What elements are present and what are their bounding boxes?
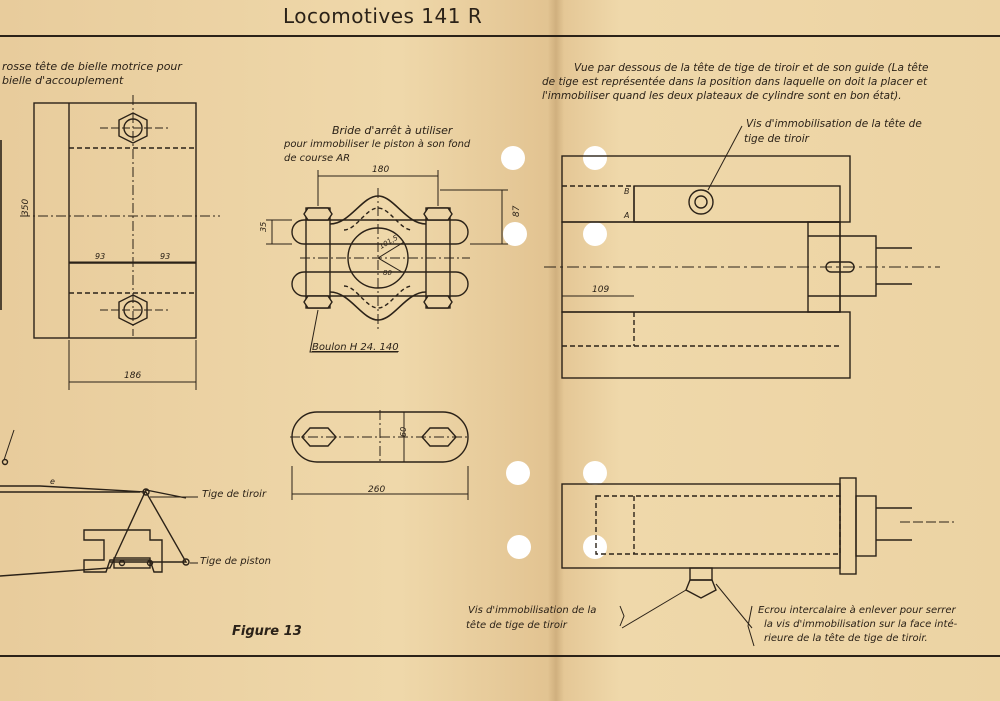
punch-hole xyxy=(507,535,531,559)
plate-dim-height: 60 xyxy=(399,427,408,437)
bolt-hex-icon xyxy=(118,112,148,144)
left-caption-line2: bielle d'accouplement xyxy=(2,74,124,87)
punch-hole xyxy=(501,146,525,170)
right-caption-line3: l'immobiliser quand les deux plateaux de… xyxy=(542,90,902,102)
left-caption-line1: rosse tête de bielle motrice pour xyxy=(2,60,182,73)
punch-hole xyxy=(583,535,607,559)
right-caption-line2: de tige est représentée dans la position… xyxy=(542,76,928,88)
page-fold xyxy=(548,0,564,701)
dim-right: 93 xyxy=(160,252,170,261)
nut-label-line2: la vis d'immobilisation sur la face inté… xyxy=(764,619,958,630)
clamp-dim-inner1: 101,5 xyxy=(378,234,400,251)
label-tige-piston: Tige de piston xyxy=(200,556,271,567)
plate-dim-width: 260 xyxy=(368,485,385,495)
connecting-rod-head-view xyxy=(0,95,220,390)
valve-rod-head-side-view xyxy=(561,477,954,647)
screw-label-top-line1: Vis d'immobilisation de la tête de xyxy=(746,118,922,130)
clamp-dim-left: 35 xyxy=(259,222,268,232)
right-caption-line1: Vue par dessous de la tête de tige de ti… xyxy=(574,62,929,74)
label-tige-tiroir: Tige de tiroir xyxy=(202,489,267,500)
mark-a: A xyxy=(623,211,629,220)
clamp-dim-inner2: 80 xyxy=(383,269,392,277)
clamp-drawing xyxy=(266,170,508,500)
clamp-caption-line1: Bride d'arrêt à utiliser xyxy=(332,124,453,137)
linkage-drawing xyxy=(0,429,198,577)
page-title: Locomotives 141 R xyxy=(283,4,483,28)
screw-label-top-line2: tige de tiroir xyxy=(744,133,809,145)
valve-rod-head-underside-view xyxy=(544,125,940,379)
figure-label: Figure 13 xyxy=(232,624,302,639)
clamp-caption-line3: de course AR xyxy=(284,153,351,164)
clamp-dim-side: 87 xyxy=(512,205,522,217)
punch-hole xyxy=(583,222,607,246)
screw-label-bottom-line2: tête de tige de tiroir xyxy=(466,620,567,631)
dim-109: 109 xyxy=(592,285,609,295)
linkage-mark-e: e xyxy=(50,477,55,486)
clamp-caption-line2: pour immobiliser le piston à son fond xyxy=(284,139,471,150)
punch-hole xyxy=(583,146,607,170)
punch-hole xyxy=(503,222,527,246)
nut-label-line3: rieure de la tête de tige de tiroir. xyxy=(764,633,928,644)
punch-hole xyxy=(583,461,607,485)
clamp-dim-top: 180 xyxy=(372,165,389,175)
bolt-label: Boulon H 24. 140 xyxy=(312,342,399,353)
mark-b: B xyxy=(624,187,630,196)
dim-left: 93 xyxy=(95,252,105,261)
screw-label-bottom-line1: Vis d'immobilisation de la xyxy=(468,605,597,616)
punch-hole xyxy=(506,461,530,485)
dim-height: 350 xyxy=(21,199,31,216)
nut-label-line1: Ecrou intercalaire à enlever pour serrer xyxy=(758,605,956,616)
dim-width: 186 xyxy=(124,371,141,381)
